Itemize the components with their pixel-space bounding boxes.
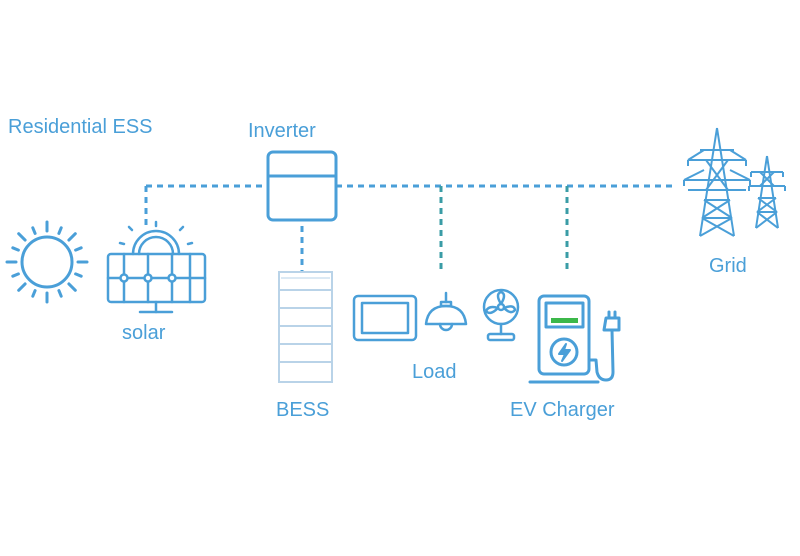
- sun-ray: [74, 246, 83, 252]
- solar-panel-icon: [106, 220, 207, 314]
- battery-stack-icon: [278, 271, 333, 383]
- sun-ray: [67, 282, 77, 292]
- sun-ray: [31, 289, 37, 298]
- monitor-icon: [352, 294, 418, 342]
- ev-charger-label: EV Charger: [510, 399, 615, 421]
- sun-ray: [67, 232, 77, 242]
- solar-label: solar: [122, 322, 166, 344]
- sun-ray: [57, 226, 63, 235]
- bess-label: BESS: [276, 399, 330, 421]
- sun-ray: [57, 289, 63, 298]
- diagram-title: Residential ESS: [8, 116, 153, 138]
- sun-ray: [17, 282, 27, 292]
- load-label: Load: [412, 361, 457, 383]
- sun-ray: [31, 226, 37, 235]
- transmission-tower-icon: [683, 127, 786, 237]
- sun-icon: [5, 220, 89, 304]
- connection-lines: [144, 184, 676, 272]
- sun-ray: [11, 246, 20, 252]
- ev-charge-level-bar: [551, 318, 578, 323]
- inverter-icon: [266, 150, 338, 222]
- inverter-label: Inverter: [248, 120, 316, 142]
- sun-ray: [17, 232, 27, 242]
- sun-ray: [74, 272, 83, 278]
- grid-label: Grid: [709, 255, 747, 277]
- sun-ray: [11, 272, 20, 278]
- fan-icon: [482, 288, 520, 342]
- pendant-lamp-icon: [424, 291, 468, 332]
- ev-charger-icon: [528, 294, 621, 384]
